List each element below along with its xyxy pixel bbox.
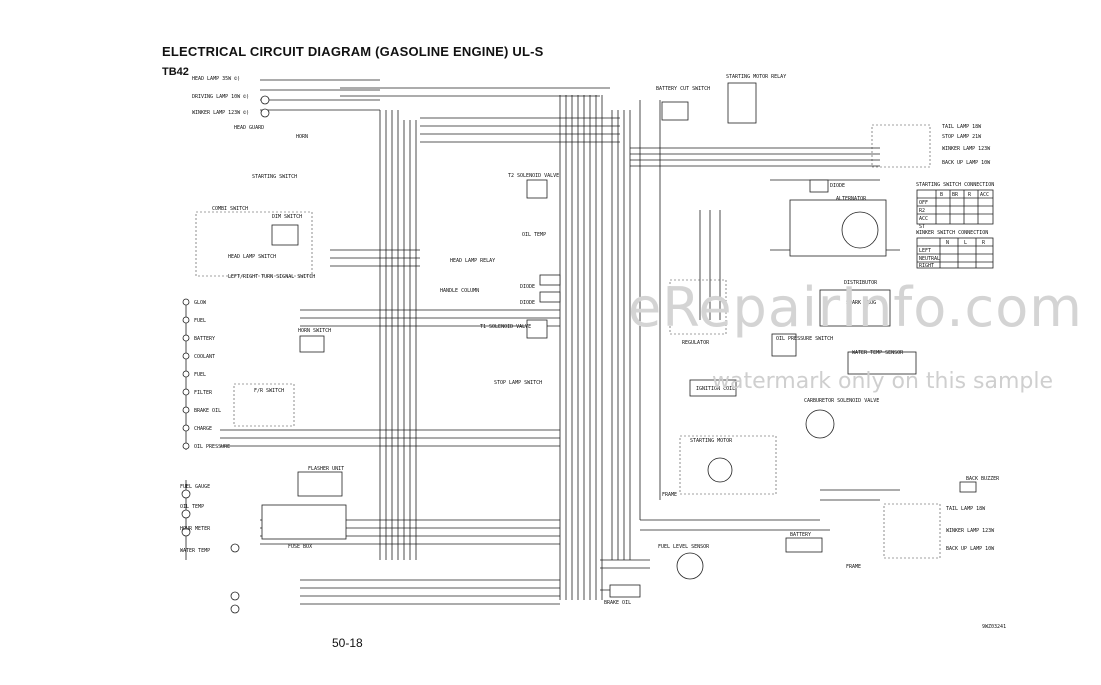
starting-switch-row-off: OFF bbox=[919, 200, 928, 206]
label-indicator-battery: BATTERY bbox=[194, 336, 215, 342]
winker-switch-col-r: R bbox=[982, 240, 986, 246]
winker-switch-row-left: LEFT bbox=[919, 248, 931, 254]
starting-switch-title: STARTING SWITCH CONNECTION bbox=[916, 182, 994, 188]
label-fuel-level-sensor: FUEL LEVEL SENSOR bbox=[658, 544, 710, 550]
label-water-temp: WATER TEMP bbox=[180, 548, 210, 554]
watermark-brand: eRepairInfo.com bbox=[628, 276, 1083, 339]
label-stop-lamp-top: STOP LAMP 21W bbox=[942, 134, 982, 140]
page-title: ELECTRICAL CIRCUIT DIAGRAM (GASOLINE ENG… bbox=[162, 44, 544, 59]
label-dim-switch: DIM SWITCH bbox=[272, 214, 302, 220]
starting-switch-col-b: B bbox=[940, 192, 943, 198]
label-horn-switch: HORN SWITCH bbox=[298, 328, 331, 334]
winker-switch-row-right: RIGHT bbox=[919, 263, 934, 269]
component-boxes bbox=[195, 82, 977, 598]
label-indicator-filter: FILTER bbox=[194, 390, 213, 396]
label-tail-lamp-top: TAIL LAMP 18W bbox=[942, 124, 982, 130]
label-oil-temp: OIL TEMP bbox=[180, 504, 204, 510]
label-combi-switch: COMBI SWITCH bbox=[212, 206, 248, 212]
starting-switch-row-acc: ACC bbox=[919, 216, 928, 222]
label-frame-2: FRAME bbox=[846, 564, 861, 570]
label-diode-right: DIODE bbox=[830, 183, 845, 189]
indicator-lamps bbox=[181, 298, 191, 537]
label-fuel-gauge: FUEL GAUGE bbox=[180, 484, 210, 490]
page-number: 50-18 bbox=[332, 636, 363, 650]
label-t1-solenoid: T1 SOLENOID VALVE bbox=[480, 324, 531, 330]
label-indicator-charge: CHARGE bbox=[194, 426, 212, 432]
winker-switch-table bbox=[916, 237, 994, 269]
label-head-guard: HEAD GUARD bbox=[234, 125, 264, 131]
label-oil-temp-sensor: OIL TEMP bbox=[522, 232, 546, 238]
label-head-lamp-relay: HEAD LAMP RELAY bbox=[450, 258, 495, 264]
starting-switch-col-acc: ACC bbox=[980, 192, 989, 198]
labels-right: BATTERY CUT SWITCH STARTING MOTOR RELAY … bbox=[656, 74, 1000, 570]
lamp-icons-left bbox=[230, 95, 270, 614]
label-driving-lamp: DRIVING LAMP 10W ©) bbox=[192, 94, 249, 100]
label-starting-motor: STARTING MOTOR bbox=[690, 438, 733, 444]
winker-switch-col-l: L bbox=[964, 240, 967, 246]
label-flasher-unit: FLASHER UNIT bbox=[308, 466, 344, 472]
label-horn: HORN bbox=[296, 134, 308, 140]
label-diode-2: DIODE bbox=[520, 300, 535, 306]
label-indicator-glow: GLOW bbox=[194, 300, 207, 306]
label-tail-lamp-bottom: TAIL LAMP 18W bbox=[946, 506, 986, 512]
winker-switch-title: WINKER SWITCH CONNECTION bbox=[916, 230, 988, 236]
label-winker-lamp-bottom: WINKER LAMP 123W bbox=[946, 528, 995, 534]
label-frame-1: FRAME bbox=[662, 492, 677, 498]
label-head-lamp: HEAD LAMP 35W ©) bbox=[192, 76, 240, 82]
label-fr-switch: F/R SWITCH bbox=[254, 388, 284, 394]
labels-indicators: GLOW FUEL BATTERY COOLANT FUEL FILTER BR… bbox=[194, 300, 230, 450]
label-brake-oil-switch: BRAKE OIL bbox=[604, 600, 631, 606]
starting-switch-table bbox=[916, 189, 994, 225]
label-indicator-oil-pressure: OIL PRESSURE bbox=[194, 444, 230, 450]
label-indicator-fuel: FUEL bbox=[194, 318, 206, 324]
label-spark-plug: SPARK PLUG bbox=[846, 300, 876, 306]
document-id: 9WZ03241 bbox=[982, 624, 1007, 630]
label-winker-lamp: WINKER LAMP 123W ©) bbox=[192, 110, 249, 116]
label-battery: BATTERY bbox=[790, 532, 811, 538]
label-t2-solenoid: T2 SOLENOID VALVE bbox=[508, 173, 559, 179]
label-back-buzzer: BACK BUZZER bbox=[966, 476, 1000, 482]
starting-switch-col-br: BR bbox=[952, 192, 959, 198]
starting-switch-row-st: ST bbox=[919, 224, 925, 230]
connection-table-labels: STARTING SWITCH CONNECTION B BR R ACC OF… bbox=[916, 182, 994, 269]
label-regulator: REGULATOR bbox=[682, 340, 710, 346]
label-hour-meter: HOUR METER bbox=[180, 526, 211, 532]
label-turn-signal-switch: LEFT/RIGHT TURN SIGNAL SWITCH bbox=[228, 274, 315, 280]
label-winker-lamp-top: WINKER LAMP 123W bbox=[942, 146, 991, 152]
label-stop-lamp-switch: STOP LAMP SWITCH bbox=[494, 380, 542, 386]
label-carburetor-solenoid: CARBURETOR SOLENOID VALVE bbox=[804, 398, 879, 404]
winker-switch-row-neutral: NEUTRAL bbox=[919, 256, 940, 262]
label-back-up-lamp-top: BACK UP LAMP 10W bbox=[942, 160, 991, 166]
watermark-note: watermark only on this sample bbox=[712, 369, 1054, 394]
label-ignition-coil: IGNITION COIL bbox=[696, 386, 735, 392]
labels-left: HEAD LAMP 35W ©) DRIVING LAMP 10W ©) WIN… bbox=[180, 76, 495, 554]
label-indicator-brake-oil: BRAKE OIL bbox=[194, 408, 221, 414]
label-oil-pressure-switch: OIL PRESSURE SWITCH bbox=[776, 336, 833, 342]
label-indicator-coolant: COOLANT bbox=[194, 354, 215, 360]
label-alternator: ALTERNATOR bbox=[836, 196, 867, 202]
label-diode-1: DIODE bbox=[520, 284, 535, 290]
label-battery-cut-switch: BATTERY CUT SWITCH bbox=[656, 86, 710, 92]
label-head-lamp-switch: HEAD LAMP SWITCH bbox=[228, 254, 276, 260]
label-water-temp-sensor: WATER TEMP SENSOR bbox=[852, 350, 904, 356]
label-starting-motor-relay: STARTING MOTOR RELAY bbox=[726, 74, 786, 80]
diagram-code: TB42 bbox=[162, 66, 189, 78]
label-distributor: DISTRIBUTOR bbox=[844, 280, 878, 286]
labels-center: T2 SOLENOID VALVE OIL TEMP DIODE DIODE T… bbox=[254, 173, 710, 606]
label-handle-column: HANDLE COLUMN bbox=[440, 288, 479, 294]
starting-switch-col-r: R bbox=[968, 192, 972, 198]
label-fuse-box: FUSE BOX bbox=[288, 544, 312, 550]
label-starting-switch: STARTING SWITCH bbox=[252, 174, 297, 180]
label-back-up-lamp-bottom: BACK UP LAMP 10W bbox=[946, 546, 995, 552]
winker-switch-col-n: N bbox=[946, 240, 949, 246]
starting-switch-row-r2: R2 bbox=[919, 208, 925, 214]
label-indicator-fuel-2: FUEL bbox=[194, 372, 206, 378]
